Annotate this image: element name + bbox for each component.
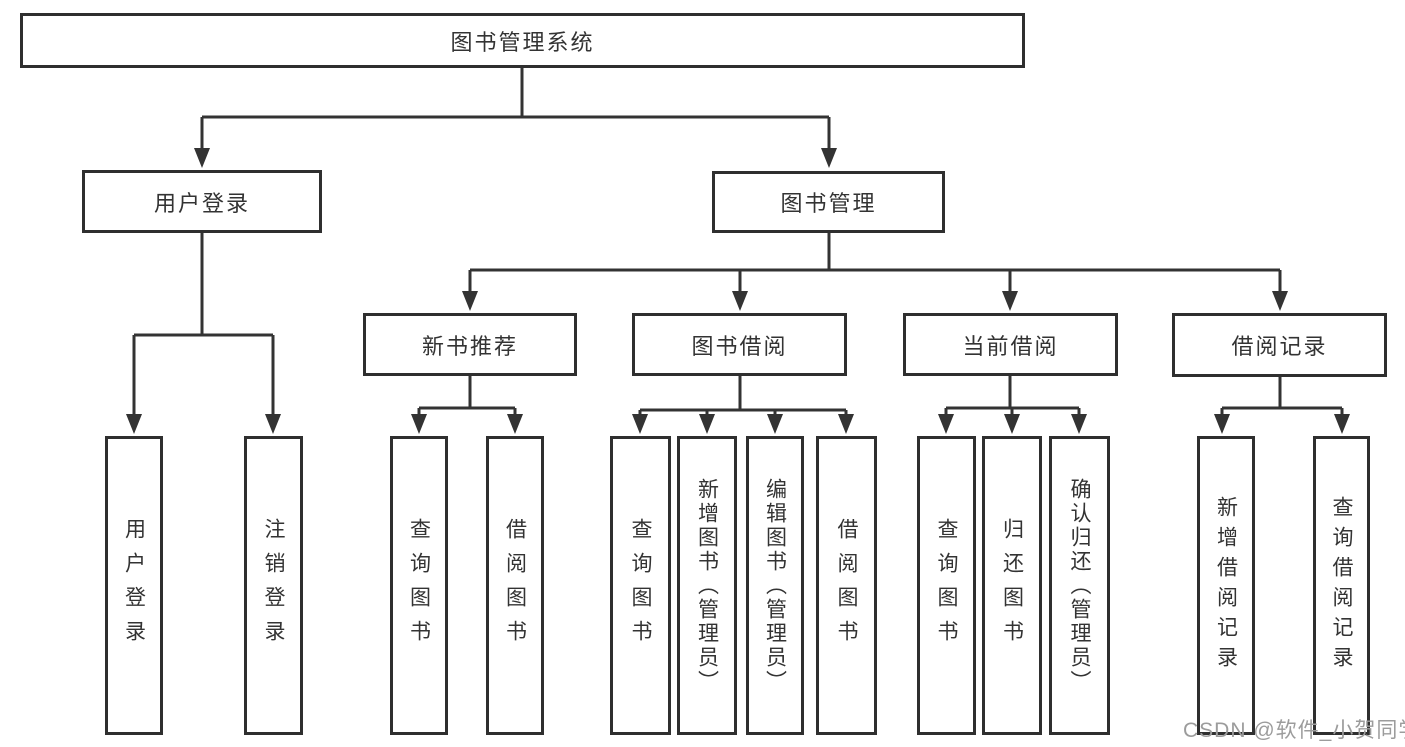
- node-root-label: 图书管理系统: [450, 29, 595, 55]
- leaf-add-book-admin-label: 新增图书（管理员）: [695, 477, 719, 694]
- leaf-add-borrow-record-label: 新增借阅记录: [1214, 495, 1238, 676]
- leaf-query-books-borrow-label: 查询图书: [629, 517, 652, 654]
- leaf-query-borrow-record: 查询借阅记录: [1313, 436, 1370, 735]
- connector-borrow-records-children: [1220, 377, 1344, 416]
- leaf-confirm-return-admin-label: 确认归还（管理员）: [1068, 477, 1091, 694]
- leaf-edit-book-admin-label: 编辑图书（管理员）: [763, 477, 787, 694]
- node-user-login-label: 用户登录: [153, 190, 250, 216]
- connector-new-book-recommend-children: [417, 376, 517, 416]
- watermark-text: CSDN @软件_小贺同学: [1183, 719, 1405, 742]
- node-book-borrow: 图书借阅: [632, 313, 847, 376]
- connector-user-login-children: [132, 233, 275, 416]
- leaf-logout-label: 注销登录: [262, 517, 285, 654]
- leaf-query-books-current: 查询图书: [917, 436, 976, 735]
- leaf-borrow-books-recommend: 借阅图书: [486, 436, 544, 735]
- node-current-borrow-label: 当前借阅: [962, 333, 1059, 359]
- leaf-query-books-recommend: 查询图书: [390, 436, 448, 735]
- leaf-borrow-books-recommend-label: 借阅图书: [503, 517, 527, 654]
- connector-book-borrow-children: [638, 376, 848, 416]
- connector-current-borrow-children: [944, 376, 1081, 416]
- leaf-query-books-borrow: 查询图书: [610, 436, 671, 735]
- node-new-book-recommend: 新书推荐: [363, 313, 577, 376]
- node-book-management-label: 图书管理: [780, 191, 877, 216]
- leaf-user-login: 用户登录: [105, 436, 163, 735]
- node-borrow-records: 借阅记录: [1172, 313, 1387, 377]
- leaf-query-books-recommend-label: 查询图书: [407, 517, 431, 654]
- leaf-edit-book-admin: 编辑图书（管理员）: [746, 436, 804, 735]
- leaf-add-borrow-record: 新增借阅记录: [1197, 436, 1255, 735]
- node-book-borrow-label: 图书借阅: [691, 333, 788, 359]
- arrowheads: [126, 148, 1350, 434]
- leaf-confirm-return-admin: 确认归还（管理员）: [1049, 436, 1110, 735]
- leaf-return-books: 归还图书: [982, 436, 1042, 735]
- leaf-return-books-label: 归还图书: [1000, 517, 1024, 654]
- leaf-borrow-books: 借阅图书: [816, 436, 877, 735]
- leaf-borrow-books-label: 借阅图书: [835, 517, 858, 654]
- node-user-login: 用户登录: [82, 170, 322, 233]
- node-new-book-recommend-label: 新书推荐: [421, 333, 518, 359]
- leaf-add-book-admin: 新增图书（管理员）: [677, 436, 737, 735]
- leaf-user-login-label: 用户登录: [122, 517, 146, 654]
- leaf-logout: 注销登录: [244, 436, 303, 735]
- leaf-query-borrow-record-label: 查询借阅记录: [1330, 495, 1353, 676]
- node-borrow-records-label: 借阅记录: [1231, 334, 1328, 359]
- node-current-borrow: 当前借阅: [903, 313, 1118, 376]
- node-root: 图书管理系统: [20, 13, 1025, 68]
- node-book-management: 图书管理: [712, 171, 945, 233]
- connector-root-to-level2: [200, 68, 831, 150]
- connector-book-management-children: [468, 233, 1282, 293]
- leaf-query-books-current-label: 查询图书: [935, 517, 958, 654]
